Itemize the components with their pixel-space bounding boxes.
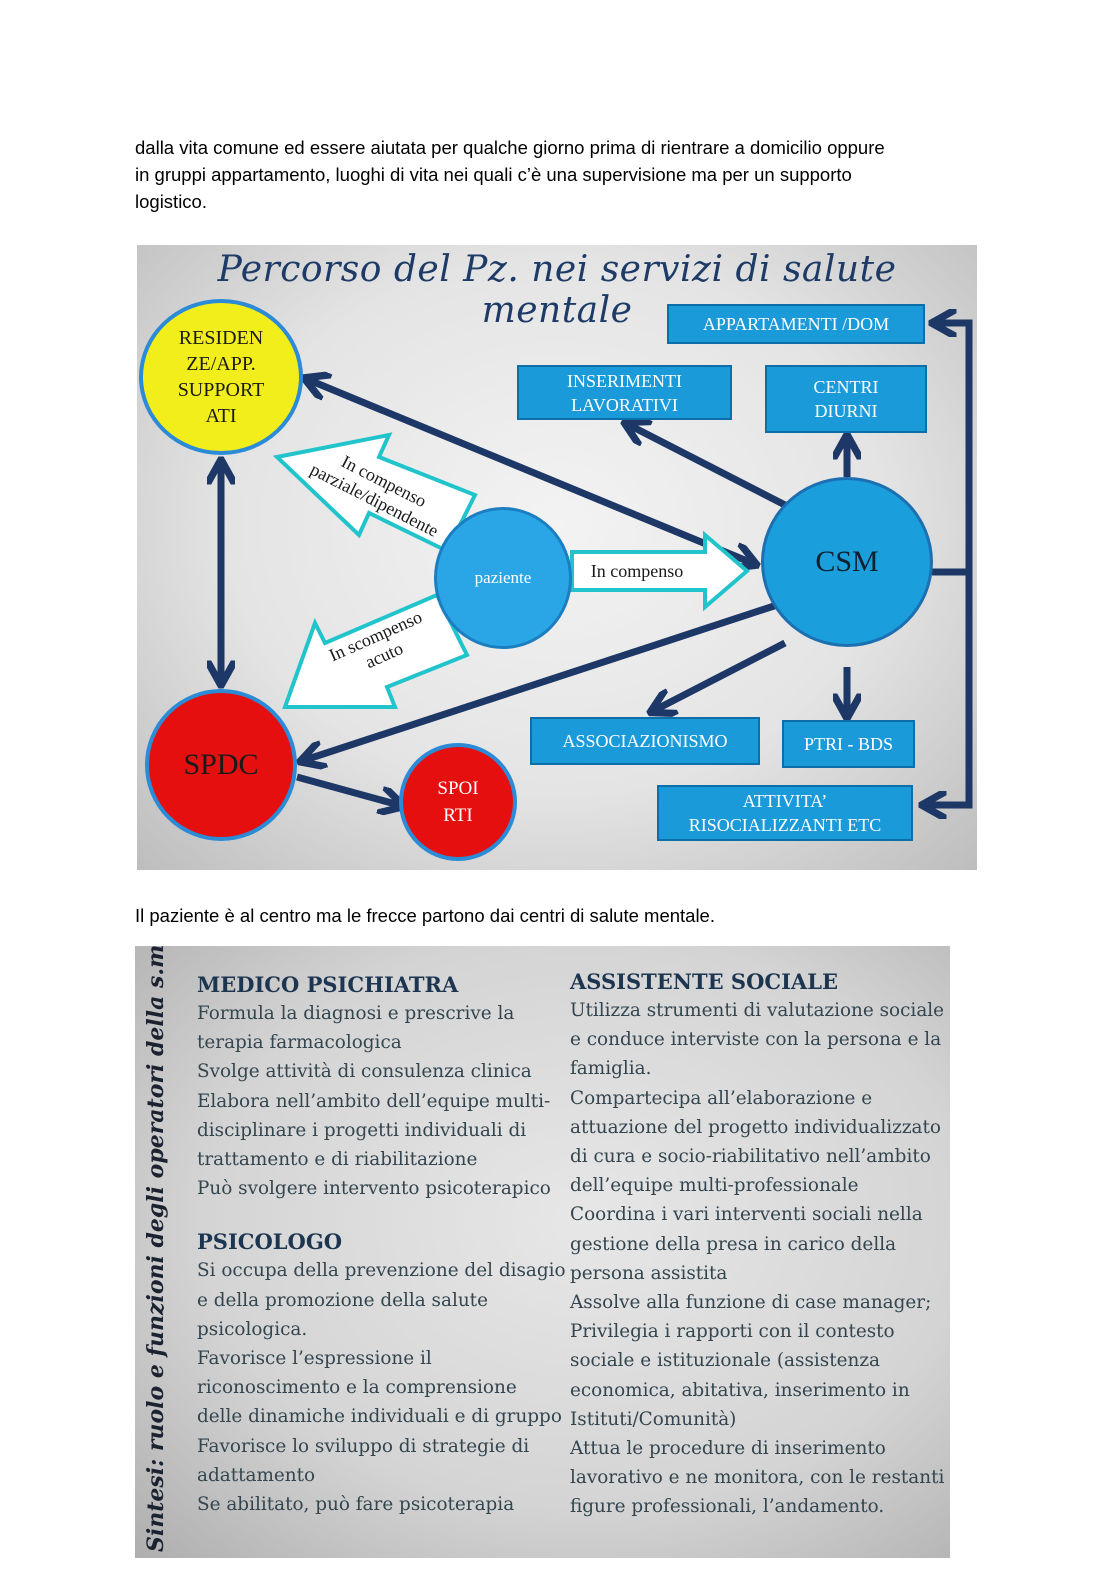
medico-line: Svolge attività di consulenza clinica [197, 1061, 532, 1083]
arrow-csm-bracket [932, 323, 973, 576]
assistente-line: e conduce interviste con la persona e la [570, 1029, 942, 1051]
box-appartamenti: APPARTAMENTI /DOM [667, 304, 925, 344]
box-centri: CENTRI DIURNI [765, 365, 927, 433]
psicologo-line: psicologica. [197, 1318, 308, 1340]
heading-medico: MEDICO PSICHIATRA [197, 972, 459, 997]
assistente-line: persona assistita [570, 1262, 728, 1284]
box-inserimenti: INSERIMENTI LAVORATIVI [517, 365, 732, 420]
heading-psicologo: PSICOLOGO [197, 1229, 343, 1255]
column-right: ASSISTENTE SOCIALE Utilizza strumenti di… [570, 967, 950, 1522]
assistente-line: Compartecipa all’elaborazione e [570, 1087, 873, 1109]
column-left: MEDICO PSICHIATRA Formula la diagnosi e … [197, 970, 567, 1519]
psicologo-line: Si occupa della prevenzione del disagio [197, 1260, 566, 1282]
block-arrow-compenso-parziale [272, 432, 478, 554]
heading-assistente: ASSISTENTE SOCIALE [570, 969, 838, 994]
diagram-figure: Percorso del Pz. nei servizi di salute m… [137, 245, 977, 870]
intro-line: dalla vita comune ed essere aiutata per … [135, 137, 885, 158]
arrow-bracket-attivita [927, 572, 973, 805]
psicologo-lines: Si occupa della prevenzione del disagio e… [197, 1256, 567, 1519]
box-ptri: PTRI - BDS [782, 720, 915, 768]
diagram-caption: Il paziente è al centro ma le frecce par… [135, 905, 715, 926]
block-arrow-scompenso [282, 592, 470, 709]
psicologo-line: adattamento [197, 1464, 316, 1486]
medico-line: disciplinare i progetti individuali di [197, 1119, 527, 1141]
medico-line: Elabora nell’ambito dell’equipe multi- [197, 1090, 551, 1112]
intro-line: in gruppi appartamento, luoghi di vita n… [135, 164, 852, 185]
diagram-title: Percorso del Pz. nei servizi di salute m… [217, 249, 897, 331]
medico-line: trattamento e di riabilitazione [197, 1149, 478, 1171]
psicologo-line: riconoscimento e la comprensione [197, 1377, 517, 1399]
assistente-line: figure professionali, l’andamento. [570, 1496, 885, 1518]
assistente-line: Utilizza strumenti di valutazione social… [570, 1000, 945, 1021]
node-paziente: paziente [434, 507, 572, 649]
diagram-arrows [137, 245, 973, 870]
arrow-residenze-csm [309, 380, 752, 563]
node-csm: CSM [761, 477, 933, 647]
assistente-line: dell’equipe multi-professionale [570, 1175, 859, 1197]
assistente-line: Coordina i vari interventi sociali nella [570, 1204, 923, 1226]
medico-line: Può svolgere intervento psicoterapico [197, 1178, 551, 1200]
arrow-csm-associazionismo [655, 639, 787, 710]
psicologo-line: Se abilitato, può fare psicoterapia [197, 1494, 515, 1516]
assistente-line: famiglia. [570, 1058, 652, 1080]
medico-line: terapia farmacologica [197, 1032, 402, 1054]
assistente-line: Privilegia i rapporti con il contesto [570, 1321, 895, 1343]
psicologo-line: e della promozione della salute [197, 1289, 488, 1311]
node-spoirti: SPOI RTI [399, 743, 517, 861]
intro-line: logistico. [135, 191, 207, 212]
assistente-line: di cura e socio-riabilitativo nell’ambit… [570, 1146, 931, 1168]
medico-line: Formula la diagnosi e prescrive la [197, 1003, 515, 1024]
node-spdc: SPDC [145, 689, 297, 841]
psicologo-line: delle dinamiche individuali e di gruppo [197, 1406, 562, 1428]
arrow-csm-spdc [305, 601, 779, 760]
box-associazionismo: ASSOCIAZIONISMO [530, 717, 760, 765]
assistente-line: sociale e istituzionale (assistenza [570, 1350, 880, 1372]
psicologo-line: Favorisce lo sviluppo di strategie di [197, 1435, 530, 1457]
box-attivita: ATTIVITA’ RISOCIALIZZANTI ETC [657, 785, 913, 841]
summary-figure: Sintesi: ruolo e funzioni degli operator… [135, 946, 950, 1558]
block-arrow-compenso [570, 530, 751, 612]
assistente-line: economica, abitativa, inserimento in [570, 1379, 910, 1401]
assistente-line: Istituti/Comunità) [570, 1408, 737, 1430]
intro-paragraph: dalla vita comune ed essere aiutata per … [135, 134, 985, 215]
medico-lines: Formula la diagnosi e prescrive la terapi… [197, 999, 567, 1203]
assistente-line: Assolve alla funzione di case manager; [570, 1292, 932, 1314]
assistente-line: attuazione del progetto individualizzato [570, 1116, 941, 1138]
summary-side-title: Sintesi: ruolo e funzioni degli operator… [143, 946, 169, 1552]
label-compenso: In compenso [590, 561, 684, 581]
assistente-lines: Utilizza strumenti di valutazione social… [570, 996, 950, 1522]
arrow-csm-inserimenti [629, 425, 787, 509]
node-residenze: RESIDEN ZE/APP. SUPPORT ATI [139, 299, 303, 455]
assistente-line: Attua le procedure di inserimento [570, 1438, 886, 1460]
arrow-spdc-spoirti [296, 773, 399, 805]
assistente-line: gestione della presa in carico della [570, 1233, 897, 1255]
assistente-line: lavorativo e ne monitora, con le restant… [570, 1467, 945, 1489]
psicologo-line: Favorisce l’espressione il [197, 1348, 432, 1370]
